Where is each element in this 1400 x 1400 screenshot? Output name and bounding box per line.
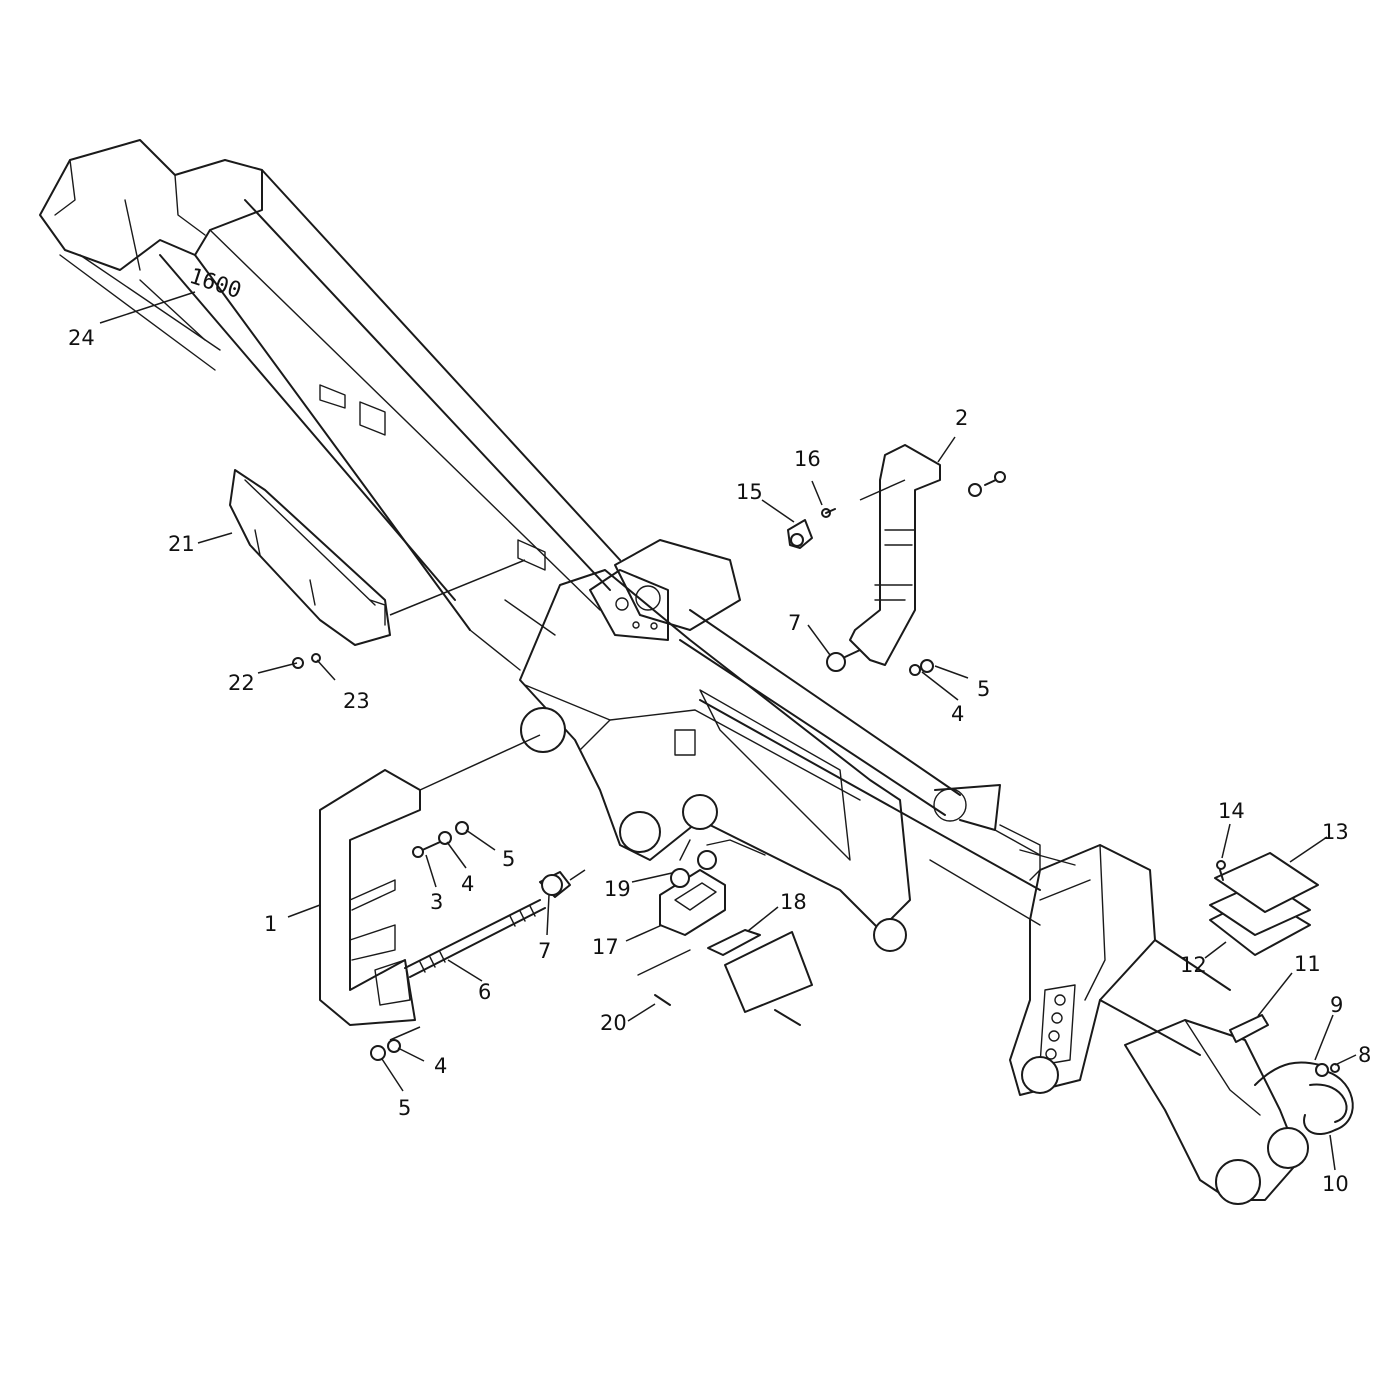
callout-labels: 24 21 22 23 1 3 4 5 6 7 4 5 2 15 16 7 5 … [68, 326, 1371, 1196]
callout-18: 18 [780, 890, 807, 914]
callout-7-left: 7 [538, 939, 551, 963]
fasteners-22-23 [292, 653, 321, 669]
callout-9: 9 [1330, 993, 1343, 1017]
callout-13: 13 [1322, 820, 1349, 844]
plates-12-14 [1209, 852, 1319, 956]
callout-leaders [99, 291, 1357, 1171]
fastener-group-left [370, 821, 469, 1061]
callout-21: 21 [168, 532, 195, 556]
step-plate-part-21 [229, 469, 526, 646]
callout-4-right: 4 [951, 702, 964, 726]
callout-3: 3 [430, 890, 443, 914]
callout-24: 24 [68, 326, 95, 350]
callout-14: 14 [1218, 799, 1245, 823]
callout-6: 6 [478, 980, 491, 1004]
callout-16: 16 [794, 447, 821, 471]
boom-marking-1600: 1600 [186, 264, 244, 304]
parts-15-16 [787, 508, 836, 549]
callout-20: 20 [600, 1011, 627, 1035]
threaded-rod-part-6 [404, 869, 586, 978]
callout-11: 11 [1294, 952, 1321, 976]
callout-22: 22 [228, 671, 255, 695]
callout-4-left: 4 [461, 872, 474, 896]
callout-15: 15 [736, 480, 763, 504]
parts-17-20 [637, 839, 813, 1026]
callout-12: 12 [1180, 953, 1207, 977]
connector-8-11 [1229, 1014, 1354, 1135]
callout-10: 10 [1322, 1172, 1349, 1196]
callout-1: 1 [264, 912, 277, 936]
callout-23: 23 [343, 689, 370, 713]
callout-2: 2 [955, 406, 968, 430]
callout-5-right: 5 [977, 677, 990, 701]
callout-4-bottom: 4 [434, 1054, 447, 1078]
callout-7-right: 7 [788, 611, 801, 635]
callout-17: 17 [592, 935, 619, 959]
callout-19: 19 [604, 877, 631, 901]
callout-8: 8 [1358, 1043, 1371, 1067]
callout-5-left: 5 [502, 847, 515, 871]
bracket-part-1 [319, 734, 541, 1026]
main-boom [39, 139, 1309, 1205]
bracket-part-2 [826, 444, 1006, 676]
callout-5-bottom: 5 [398, 1096, 411, 1120]
